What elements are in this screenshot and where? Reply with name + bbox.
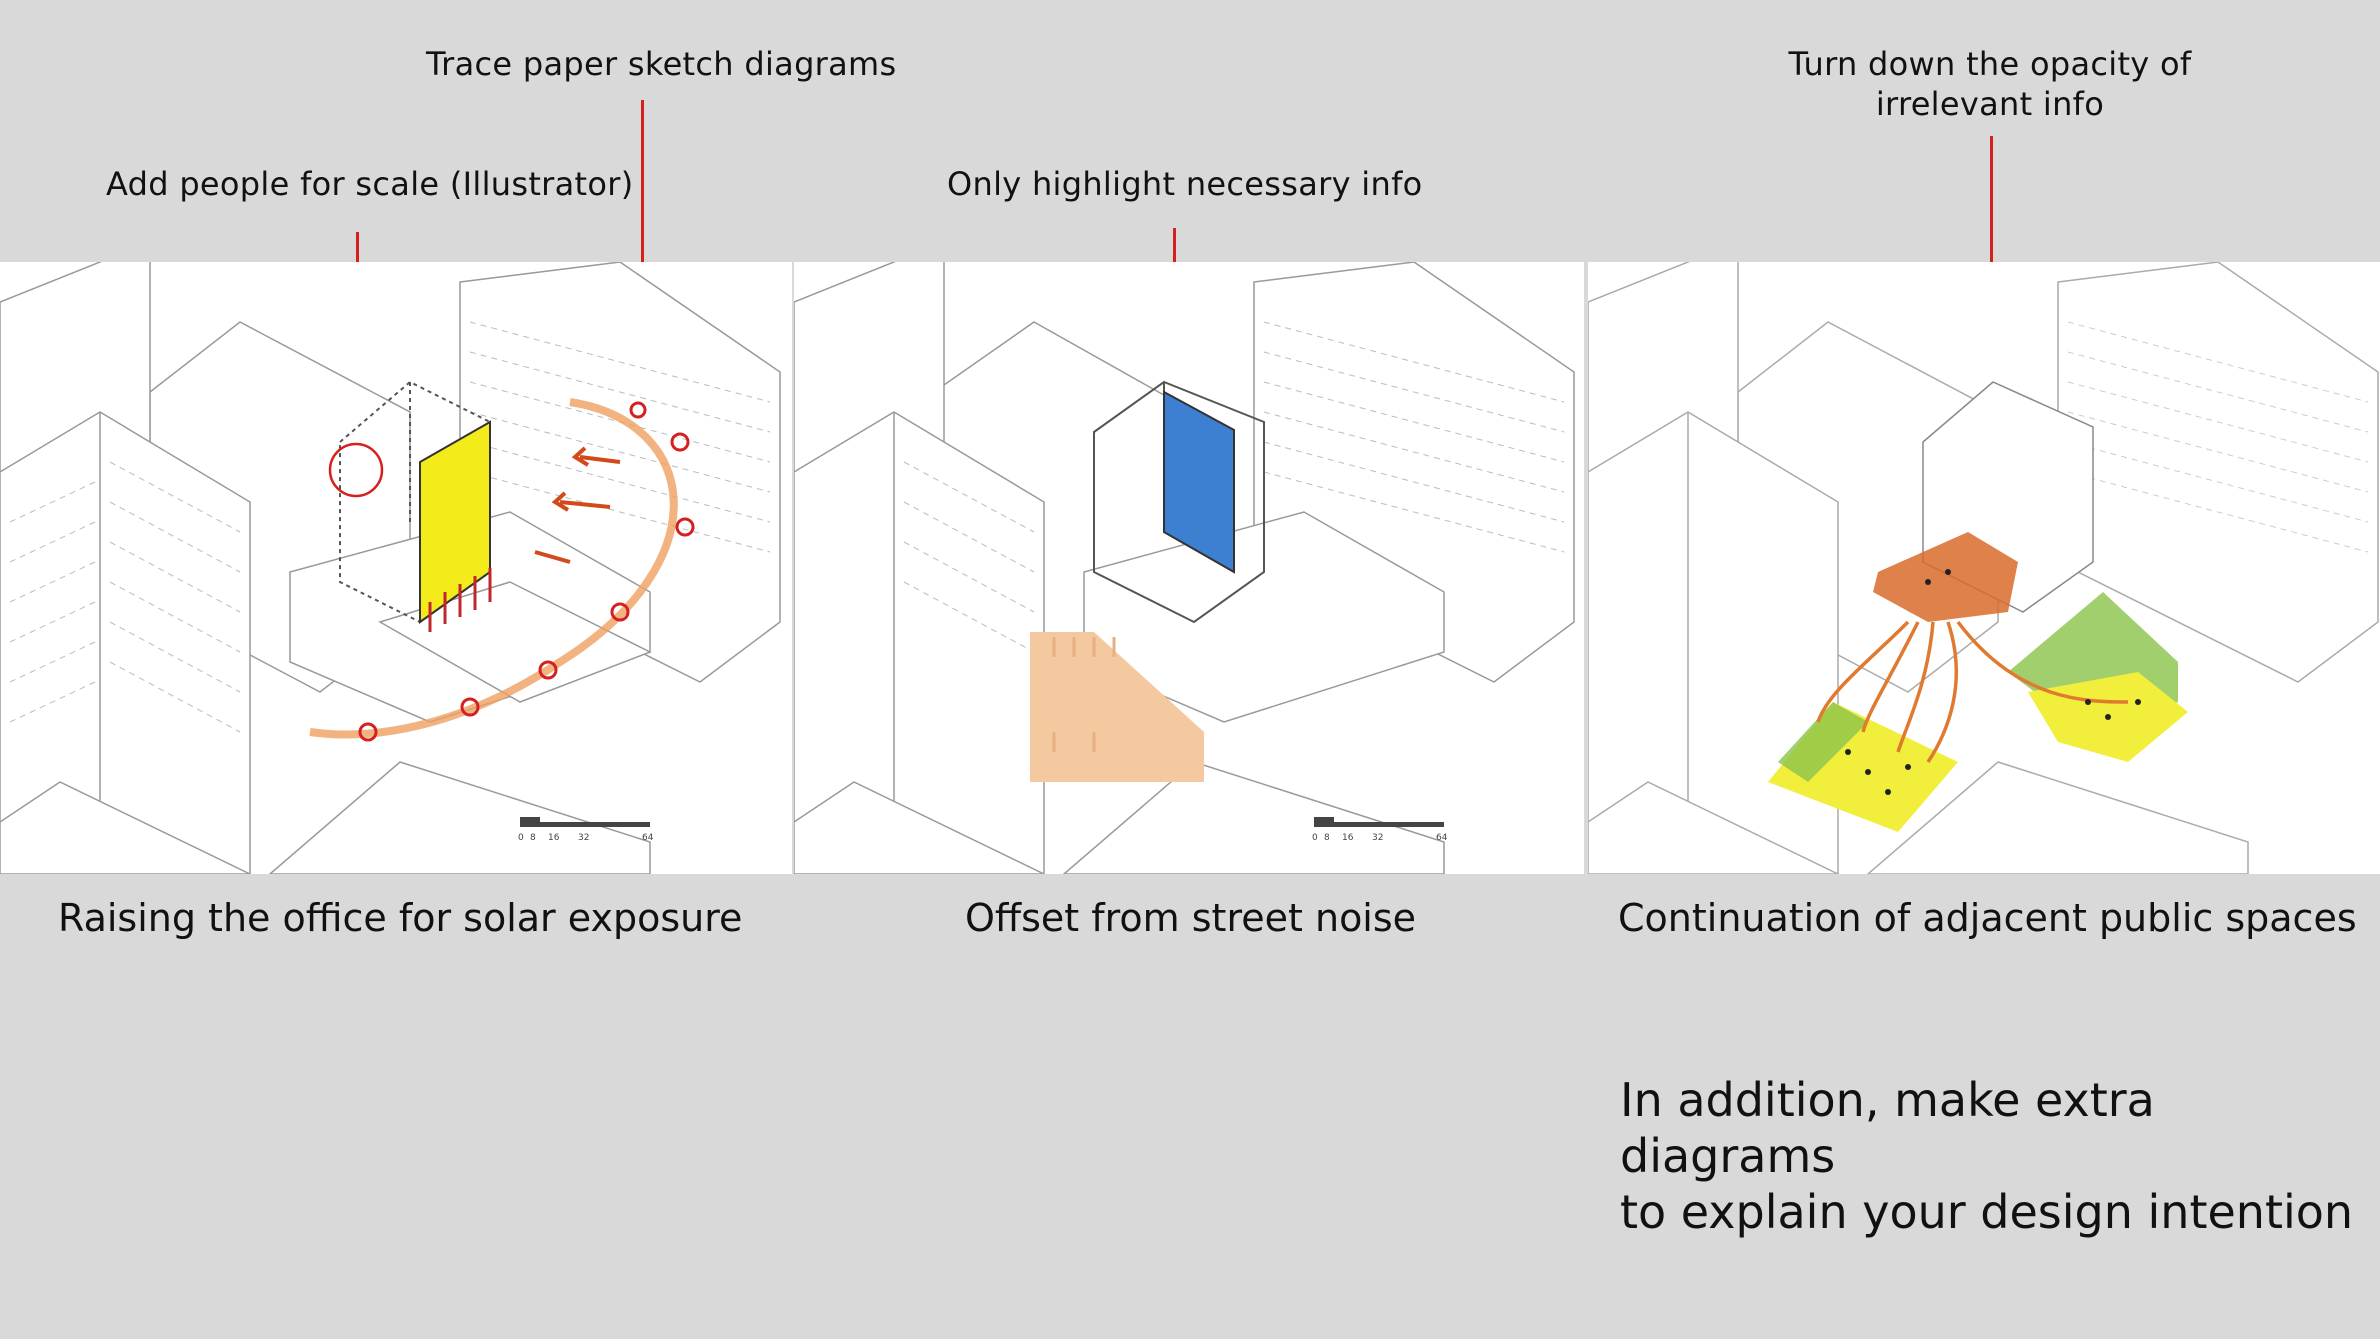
scale-tick: 32 [578,833,589,843]
diagram-panel-public-space [1588,262,2380,874]
caption-solar-exposure: Raising the office for solar exposure [58,893,742,943]
scale-tick: 32 [1372,833,1383,843]
annotation-opacity-line2: irrelevant info [1740,84,2240,124]
diagram-panel-solar: 0 8 16 32 64 [0,262,792,874]
diagram-panel-noise: 0 8 16 32 64 [794,262,1584,874]
scale-tick: 0 [518,833,524,843]
annotation-add-people: Add people for scale (Illustrator) [106,164,634,204]
diagram-street-noise: 0 8 16 32 64 [794,262,1584,874]
scale-tick: 16 [1342,833,1354,843]
scale-tick: 0 [1312,833,1318,843]
scale-tick: 64 [642,833,654,843]
scale-bar [1314,817,1444,827]
annotation-opacity: Turn down the opacity of irrelevant info [1740,44,2240,124]
annotation-trace-paper: Trace paper sketch diagrams [426,44,897,84]
caption-public-spaces: Continuation of adjacent public spaces [1618,893,2357,943]
annotation-opacity-line1: Turn down the opacity of [1740,44,2240,84]
scale-tick: 64 [1436,833,1448,843]
scale-tick: 8 [530,833,536,843]
caption-street-noise: Offset from street noise [965,893,1416,943]
extra-note-line1: In addition, make extra diagrams [1620,1072,2380,1184]
annotation-highlight: Only highlight necessary info [947,164,1423,204]
diagram-public-spaces [1588,262,2380,874]
extra-note-line2: to explain your design intention [1620,1184,2380,1240]
scale-tick: 8 [1324,833,1330,843]
diagram-solar-exposure: 0 8 16 32 64 [0,262,792,874]
scale-bar [520,817,650,827]
scale-tick: 16 [548,833,560,843]
extra-diagrams-note: In addition, make extra diagrams to expl… [1620,1072,2380,1240]
